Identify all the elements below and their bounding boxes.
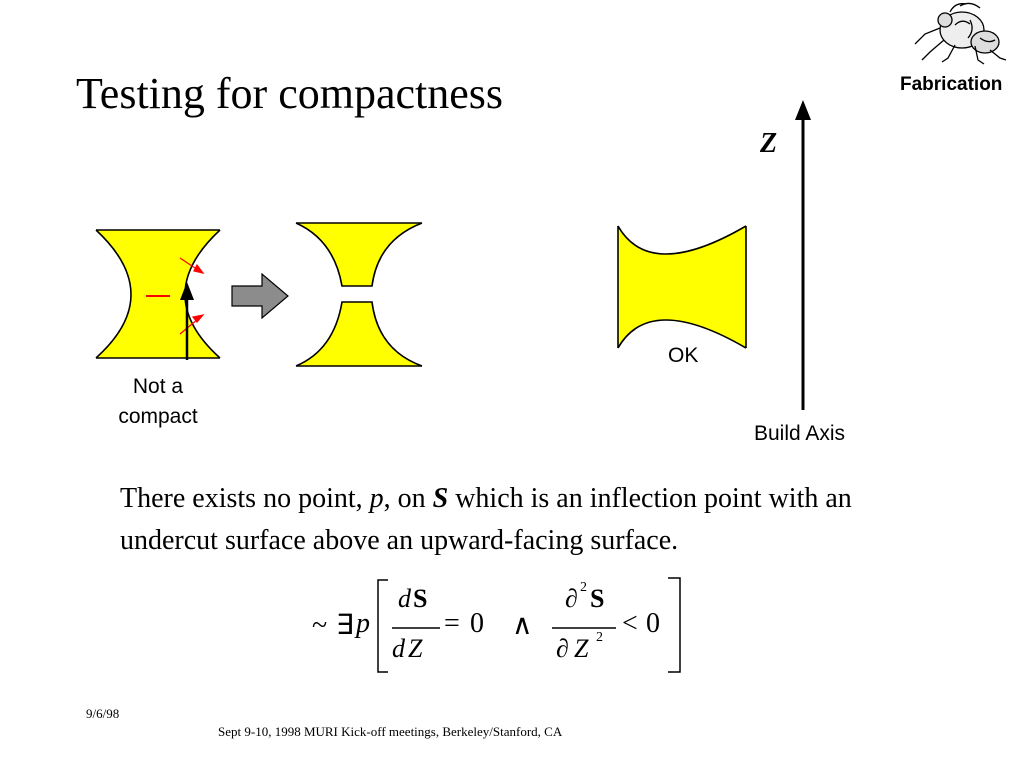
formula-less-than: < xyxy=(622,608,638,639)
statement-part1: There exists no point, xyxy=(120,483,370,514)
slide-footer: Sept 9-10, 1998 MURI Kick-off meetings, … xyxy=(218,724,563,739)
formula-d-top: d xyxy=(398,584,411,613)
formula-partial-bottom: ∂ xyxy=(556,634,569,663)
slide-date: 9/6/98 xyxy=(86,706,120,721)
formula-p: p xyxy=(356,608,370,639)
upward-direction-arrow xyxy=(180,282,194,360)
formula-and: ∧ xyxy=(512,610,533,641)
tangent-arrows xyxy=(179,257,205,335)
statement-part3: which is an inflection point with an und… xyxy=(120,483,852,556)
formula-S-second: S xyxy=(590,584,605,613)
statement-part2: , on xyxy=(383,483,433,514)
formula-Z-second: Z xyxy=(574,634,589,663)
statement-text: There exists no point, p, on S which is … xyxy=(120,478,940,562)
not-compact-label-line1: Not a xyxy=(132,375,184,398)
z-axis-label: Z xyxy=(760,128,778,159)
formula-Z-bottom: Z xyxy=(408,634,423,663)
formula-d-bottom: d xyxy=(392,634,405,663)
formula-sq-top: 2 xyxy=(580,580,587,595)
formula-zero1: 0 xyxy=(470,608,484,639)
formula-equals: = xyxy=(444,608,460,639)
split-shape-bottom xyxy=(296,302,422,366)
not-compact-label-line2: compact xyxy=(118,405,198,428)
ok-label: OK xyxy=(668,344,699,367)
formula-partial-top: ∂ xyxy=(565,584,578,613)
formula-sq-bottom: 2 xyxy=(596,630,603,645)
formula-zero2: 0 xyxy=(646,608,660,639)
formula-brackets xyxy=(377,577,681,673)
transform-arrow xyxy=(231,272,289,320)
statement-S: S xyxy=(432,483,449,514)
formula-tilde: ~ xyxy=(312,610,328,641)
not-compact-label: Not a compact xyxy=(98,372,218,432)
section-label: Fabrication xyxy=(900,74,1003,95)
compact-shape xyxy=(618,226,746,348)
split-shape-top xyxy=(296,223,422,286)
build-axis-arrow xyxy=(795,100,811,410)
formula-S-top: S xyxy=(413,584,428,613)
formula-exists: ∃ xyxy=(336,610,354,641)
statement-p: p xyxy=(369,483,384,514)
build-axis-label: Build Axis xyxy=(754,422,846,445)
slide-title: Testing for compactness xyxy=(76,69,504,118)
